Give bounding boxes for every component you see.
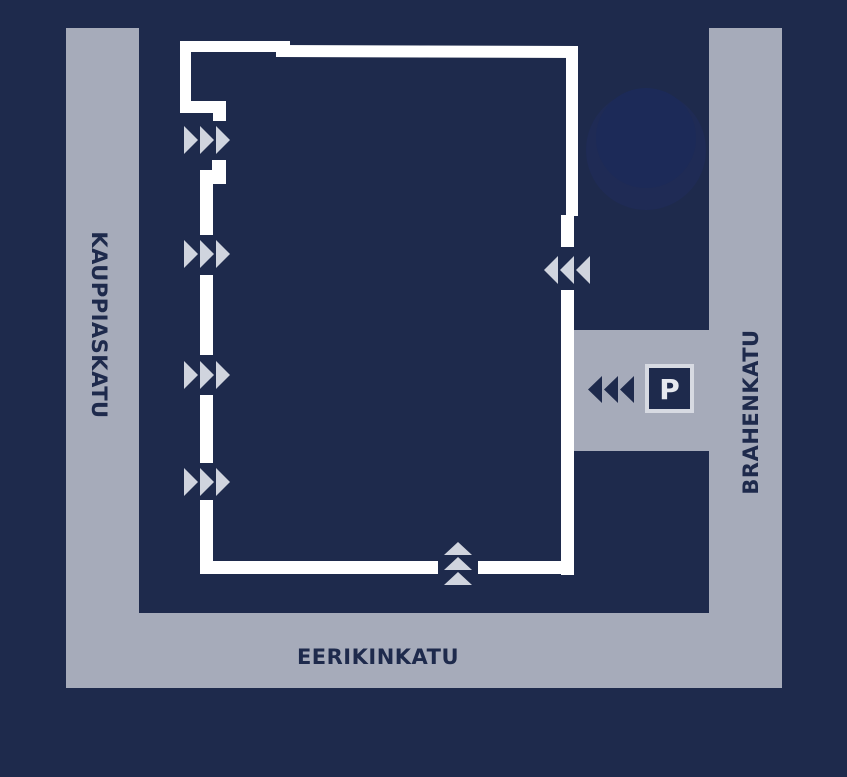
entrance-arrows-icon [200,126,214,154]
parking-arrows-icon [588,376,602,403]
street-label-eerikinkatu: EERIKINKATU [297,645,459,669]
entrance-arrows-icon [184,361,198,389]
entrance-arrows-icon [576,256,590,284]
entrance-arrows-icon [216,240,230,268]
street-label-brahenkatu: BRAHENKATU [739,329,763,494]
parking-arrows-icon [604,376,618,403]
parking-arrows-icon [620,376,634,403]
entrance-arrows-icon [560,256,574,284]
entrance-arrows-icon [200,361,214,389]
road-kauppiaskatu [66,28,139,688]
entrance-arrows-icon [200,468,214,496]
street-label-kauppiaskatu: KAUPPIASKATU [87,231,111,418]
entrance-arrows-icon [216,361,230,389]
road-eerikinkatu [66,613,782,688]
entrance-arrows-icon [184,468,198,496]
entrance-arrows-icon [184,126,198,154]
tree-icon [586,88,706,210]
entrance-arrows-icon [444,572,472,585]
parking-label: P [659,373,680,406]
building-outline [180,41,578,575]
parking-icon: P [645,364,694,413]
entrance-arrows-icon [184,240,198,268]
entrance-arrows-icon [216,468,230,496]
entrance-arrows [184,126,634,585]
entrance-arrows-icon [444,557,472,570]
entrance-arrows-icon [216,126,230,154]
entrance-arrows-icon [544,256,558,284]
road-brahenkatu [709,28,782,688]
entrance-arrows-icon [444,542,472,555]
entrance-arrows-icon [200,240,214,268]
